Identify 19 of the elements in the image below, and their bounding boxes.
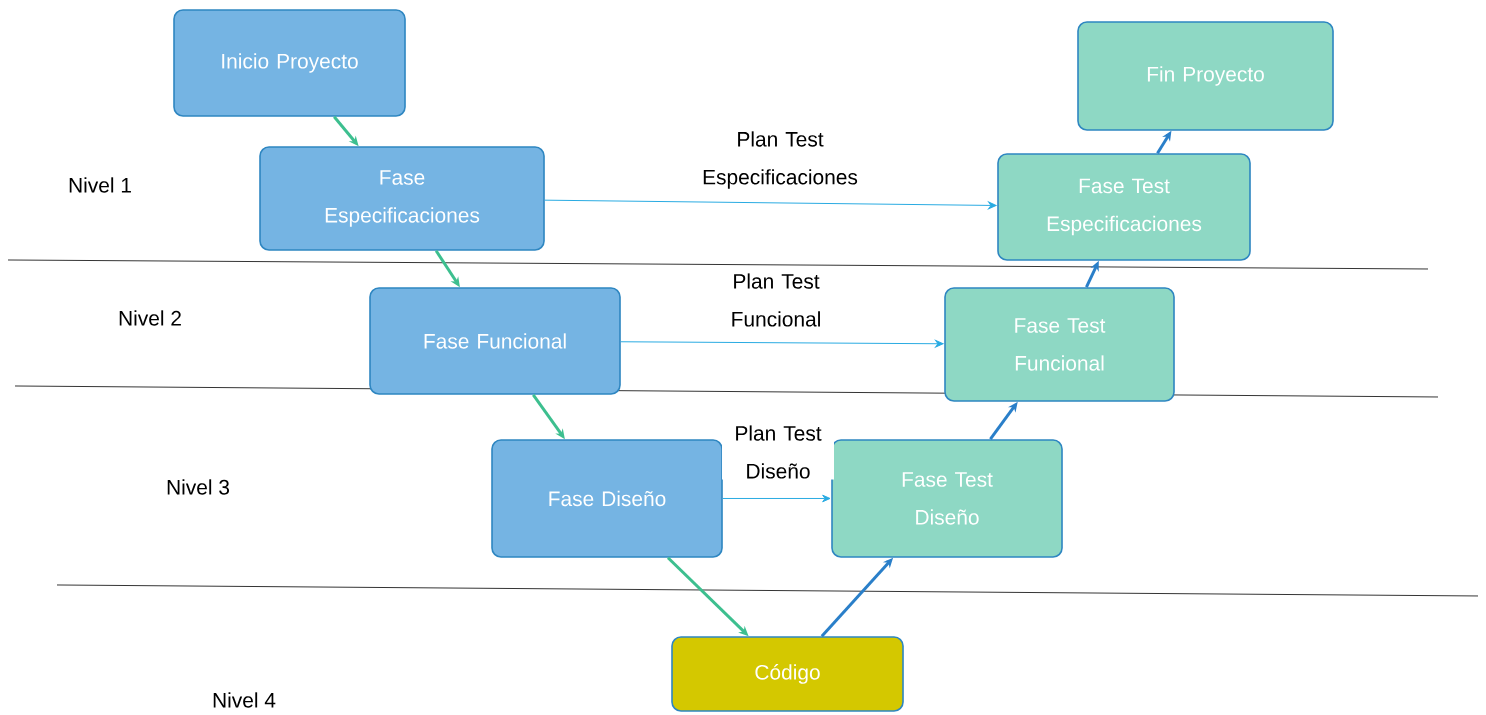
process-box: Inicio Proyecto xyxy=(173,9,406,117)
level-label: Nivel 4 xyxy=(213,692,276,708)
process-box: Fase Diseño xyxy=(491,439,723,558)
process-box: Fin Proyecto xyxy=(1077,21,1334,131)
arrow xyxy=(544,199,997,210)
process-box: Código xyxy=(671,636,904,712)
process-box: Fase Test Diseño xyxy=(831,439,1063,558)
level-label: Nivel 2 xyxy=(119,310,181,326)
level-label: Nivel 3 xyxy=(167,479,230,495)
arrow xyxy=(722,494,831,503)
level-label: Nivel 1 xyxy=(69,177,131,193)
process-box: Fase Test Funcional xyxy=(944,287,1175,402)
process-box: Fase Funcional xyxy=(369,287,621,395)
arrow xyxy=(620,339,944,348)
edge-label: Plan Test Funcional xyxy=(720,272,832,328)
edge-label: Plan Test Especificaciones xyxy=(689,130,871,190)
process-box: Fase Test Especificaciones xyxy=(997,153,1251,261)
process-box: Fase Especificaciones xyxy=(259,146,545,251)
edge-label: Plan Test Diseño xyxy=(722,424,834,480)
